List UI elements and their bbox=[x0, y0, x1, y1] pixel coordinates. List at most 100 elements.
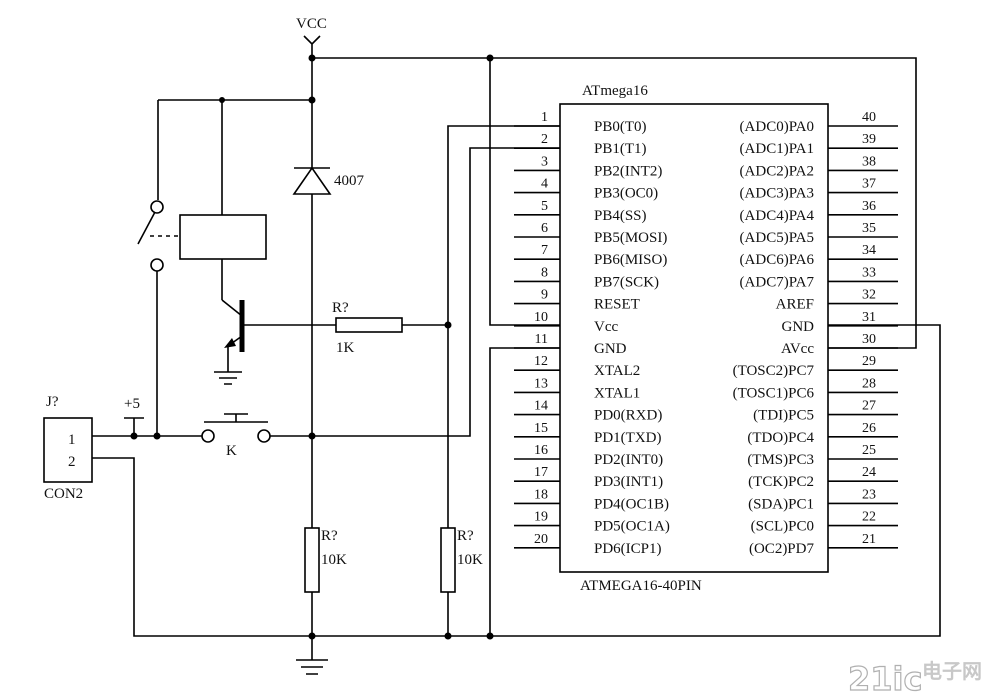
r1-value: 1K bbox=[336, 340, 355, 356]
pin-number: 12 bbox=[534, 354, 548, 369]
watermark: 21ic 电子网 bbox=[846, 652, 996, 699]
r3-value: 10K bbox=[457, 552, 483, 568]
pin-function: PB2(INT2) bbox=[594, 163, 662, 179]
watermark-bg bbox=[846, 652, 996, 696]
resistor-r3 bbox=[440, 527, 456, 593]
pin-number: 2 bbox=[541, 132, 548, 147]
pin-number: 36 bbox=[862, 199, 876, 214]
chip-left-pins: 1PB0(T0)2PB1(T1)3PB2(INT2)4PB3(OC0)5PB4(… bbox=[514, 110, 670, 557]
pin-number: 4 bbox=[541, 177, 548, 192]
pin-function: (ADC4)PA4 bbox=[740, 208, 815, 224]
pin-function: PB1(T1) bbox=[594, 141, 647, 157]
diode-label: 4007 bbox=[334, 173, 365, 189]
pin-function: (TDO)PC4 bbox=[747, 430, 814, 446]
watermark-brand: 21ic bbox=[848, 660, 922, 698]
pin-number: 25 bbox=[862, 443, 876, 458]
pin-number: 33 bbox=[862, 265, 876, 280]
transistor-ground bbox=[214, 368, 242, 385]
ground-bus bbox=[92, 324, 941, 637]
junction bbox=[486, 632, 494, 640]
pin-number: 38 bbox=[862, 154, 876, 169]
conn-ref: J? bbox=[46, 394, 59, 410]
chip-body bbox=[559, 103, 829, 573]
pin-number: 30 bbox=[862, 332, 876, 347]
pin-function: XTAL2 bbox=[594, 363, 640, 379]
pin-number: 29 bbox=[862, 354, 876, 369]
pin-number: 31 bbox=[862, 310, 876, 325]
pin-function: PD6(ICP1) bbox=[594, 541, 662, 557]
pin-number: 32 bbox=[862, 288, 876, 303]
resistor-r2 bbox=[304, 527, 320, 593]
pin-number: 23 bbox=[862, 487, 876, 502]
pin-function: (ADC0)PA0 bbox=[740, 119, 814, 135]
pin-number: 27 bbox=[862, 399, 876, 414]
resistor-r1 bbox=[335, 317, 403, 333]
conn-pin1: 1 bbox=[68, 432, 76, 448]
pin-function: (ADC1)PA1 bbox=[740, 141, 814, 157]
pin-number: 8 bbox=[541, 265, 548, 280]
junction bbox=[444, 632, 452, 640]
chip-right-pins: 40(ADC0)PA039(ADC1)PA138(ADC2)PA237(ADC3… bbox=[733, 110, 898, 557]
pin-number: 28 bbox=[862, 376, 876, 391]
switch-label: K bbox=[226, 443, 237, 459]
conn-pin2: 2 bbox=[68, 454, 76, 470]
junction bbox=[308, 54, 316, 62]
pin-function: PD4(OC1B) bbox=[594, 496, 669, 512]
pin-function: PB0(T0) bbox=[594, 119, 647, 135]
gnd-pin11-wire bbox=[489, 347, 560, 636]
pin-number: 37 bbox=[862, 177, 876, 192]
pin-function: PD0(RXD) bbox=[594, 408, 662, 424]
pin-function: PD3(INT1) bbox=[594, 474, 663, 490]
pin-number: 26 bbox=[862, 421, 876, 436]
pin-function: PD2(INT0) bbox=[594, 452, 663, 468]
pin-function: PD1(TXD) bbox=[594, 430, 662, 446]
pin-number: 24 bbox=[862, 465, 876, 480]
pin-function: PB4(SS) bbox=[594, 208, 647, 224]
pin-function: PB7(SCK) bbox=[594, 274, 659, 290]
pin-number: 1 bbox=[541, 110, 548, 125]
pin-function: PB5(MOSI) bbox=[594, 230, 667, 246]
pin-function: (TOSC2)PC7 bbox=[733, 363, 815, 379]
pin-number: 9 bbox=[541, 288, 548, 303]
pushbutton-k bbox=[204, 413, 268, 423]
pin-function: (SDA)PC1 bbox=[748, 496, 814, 512]
switch-contact-right bbox=[257, 429, 271, 443]
pin-number: 35 bbox=[862, 221, 876, 236]
pin-number: 10 bbox=[534, 310, 548, 325]
conn-name: CON2 bbox=[44, 486, 83, 502]
transistor-arrow bbox=[224, 338, 236, 348]
pin-number: 17 bbox=[534, 465, 548, 480]
pin-function: (ADC5)PA5 bbox=[740, 230, 814, 246]
pin-function: (ADC3)PA3 bbox=[740, 186, 814, 202]
pin-number: 11 bbox=[535, 332, 548, 347]
pin-function: XTAL1 bbox=[594, 385, 640, 401]
r1-ref: R? bbox=[332, 300, 349, 316]
pin-function: (ADC7)PA7 bbox=[740, 274, 815, 290]
pin-number: 19 bbox=[534, 510, 548, 525]
pin-function: PB3(OC0) bbox=[594, 186, 658, 202]
transistor bbox=[221, 299, 290, 368]
pin-number: 7 bbox=[541, 243, 548, 258]
chip-package: ATMEGA16-40PIN bbox=[580, 578, 702, 594]
pin-function: GND bbox=[782, 319, 815, 335]
relay-contact-arm bbox=[137, 211, 156, 245]
vcc-pin10-wire bbox=[489, 58, 560, 326]
junction bbox=[486, 54, 494, 62]
r2-value: 10K bbox=[321, 552, 347, 568]
pin-function: (SCL)PC0 bbox=[751, 519, 814, 535]
ground-symbol bbox=[296, 659, 328, 675]
pin-function: (TMS)PC3 bbox=[747, 452, 814, 468]
junction bbox=[130, 432, 138, 440]
pin-number: 22 bbox=[862, 510, 876, 525]
pin-function: (TCK)PC2 bbox=[748, 474, 814, 490]
pin-function: PD5(OC1A) bbox=[594, 519, 670, 535]
pin-number: 21 bbox=[862, 532, 876, 547]
pin-function: (ADC2)PA2 bbox=[740, 163, 814, 179]
pin-number: 5 bbox=[541, 199, 548, 214]
r3-ref: R? bbox=[457, 528, 474, 544]
pin-function: AREF bbox=[776, 297, 814, 313]
connector-j bbox=[43, 417, 93, 483]
pin-number: 18 bbox=[534, 487, 548, 502]
pin-number: 14 bbox=[534, 399, 548, 414]
diode-4007 bbox=[292, 100, 332, 312]
